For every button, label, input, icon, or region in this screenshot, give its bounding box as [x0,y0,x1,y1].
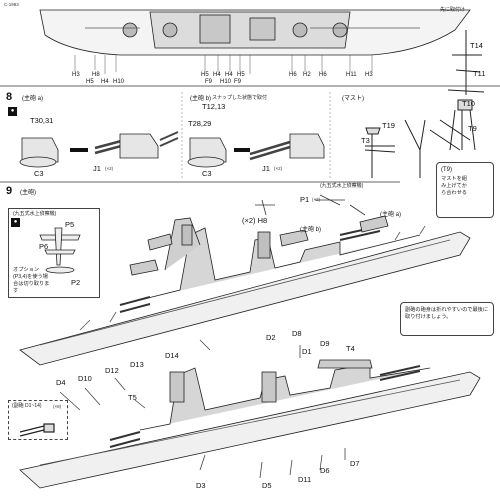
step-number-8: 8 [6,91,13,103]
part-label-t10: T10 [462,99,475,108]
part-label: T30,31 [30,116,54,125]
part-label-t14: T14 [470,41,483,50]
t9-note-title: (T9) [441,167,452,173]
part-label: T28,29 [188,119,212,128]
hull-plan-view [39,9,471,74]
hull-label: H6 [289,72,297,78]
part-label-t5: T5 [128,393,137,402]
glue-icon: ● [8,107,17,116]
part-label-d10: D10 [78,374,92,383]
part-label-d1: D1 [302,347,312,356]
turret-a-drawing [19,131,179,168]
hull-label: F9 [234,79,242,85]
hull-label: H8 [92,72,100,78]
part-label-d14: D14 [165,351,179,360]
hull-label: F9 [205,79,213,85]
hull-label: H10 [220,79,232,85]
turret-b-drawing [187,133,325,168]
sub-box-title: (九五式水上偵察機) [13,211,57,217]
step-number-9: 9 [6,185,13,197]
hull-label: H4 [225,72,233,78]
part-label-d5: D5 [262,481,272,490]
part-qty: (×2) [105,166,114,171]
main-gun-a-label: (主砲 a) [380,212,402,218]
part-label-d12: D12 [105,366,119,375]
part-label: J1 [262,164,270,173]
part-label-d7: D7 [350,459,360,468]
hull-label: H11 [346,72,357,78]
part-label-d11: D11 [298,475,312,484]
part-label-t4: T4 [346,344,355,353]
hull-label: H4 [101,79,109,85]
panel-mast-title: (マスト) [342,96,364,102]
part-label: C3 [202,169,212,178]
part-label-p5: P5 [65,220,75,229]
part-label-h8: (×2) H8 [242,216,268,225]
part-label-d13: D13 [130,360,144,369]
mast-note: 先に取付け [440,7,466,13]
part-label-t19: T19 [382,121,395,130]
part-label-d3: D3 [196,481,206,490]
part-label-p6: P6 [39,242,49,251]
corner-code: C-1993 [4,2,19,7]
part-label-p2: P2 [71,278,81,287]
part-label-t11: T11 [473,69,486,78]
glue-icon: ● [11,218,20,227]
option-note: オプション(P3,4)を使う場合は切り取ります [13,267,50,294]
panel-a-title: (主砲 a) [22,96,44,102]
hull-label: H10 [113,79,125,85]
secondary-gun-sub-box: (副砲 D1~14) (×8) [8,400,68,440]
hull-label: H5 [201,72,209,78]
battleship-upper [19,194,471,366]
panel-b-subtitle: スナップした状態で取付 [212,95,268,101]
side-note-box: 副砲の砲身は折れやすいので最後に取り付けましょう。 [400,302,494,336]
hull-label: H3 [72,72,80,78]
part-label: C3 [34,169,44,178]
part-qty: (×2) [274,166,283,171]
part-label-d9: D9 [320,339,330,348]
hull-label: H4 [213,72,221,78]
panel-b-title: (主砲 b) [190,96,212,102]
hull-label: H5 [237,72,245,78]
side-note-text: 副砲の砲身は折れやすいので最後に取り付けましょう。 [405,307,489,320]
secondary-gun-title: (副砲 D1~14) [12,403,42,409]
secondary-gun-qty: (×8) [53,404,62,409]
battleship-lower [19,339,481,489]
secondary-gun-drawing [19,423,55,437]
part-label-t9: T9 [468,124,477,133]
part-label-t3: T3 [361,136,370,145]
part-label: J1 [93,164,101,173]
t9-note-box: (T9) マストを組み上げてから合わせる [436,162,494,218]
hull-label: H6 [319,72,327,78]
hull-label: H2 [303,72,311,78]
part-label: T12,13 [202,102,226,111]
part-label-d8: D8 [292,329,302,338]
main-gun-b-label: (主砲 b) [300,227,322,233]
floatplane-drawing [39,227,81,274]
mast-drawing [364,119,471,178]
part-label-d6: D6 [320,466,330,475]
part-label-d4: D4 [56,378,66,387]
step9-title: (主砲) [20,190,36,196]
part-label-d2: D2 [266,333,276,342]
t9-note-text: マストを組み上げてから合わせる [441,176,467,196]
floatplane-label: (九五式水上偵察機) [320,183,364,189]
mast-detail-top-right [447,30,485,151]
part-qty: (×2) [312,197,321,202]
floatplane-sub-box: (九五式水上偵察機) P5 P6 P2 オプション(P3,4)を使う場合は切り取… [8,208,100,298]
hull-label: H3 [365,72,373,78]
part-label-p1: P1 [300,195,310,204]
hull-label: H5 [86,79,94,85]
